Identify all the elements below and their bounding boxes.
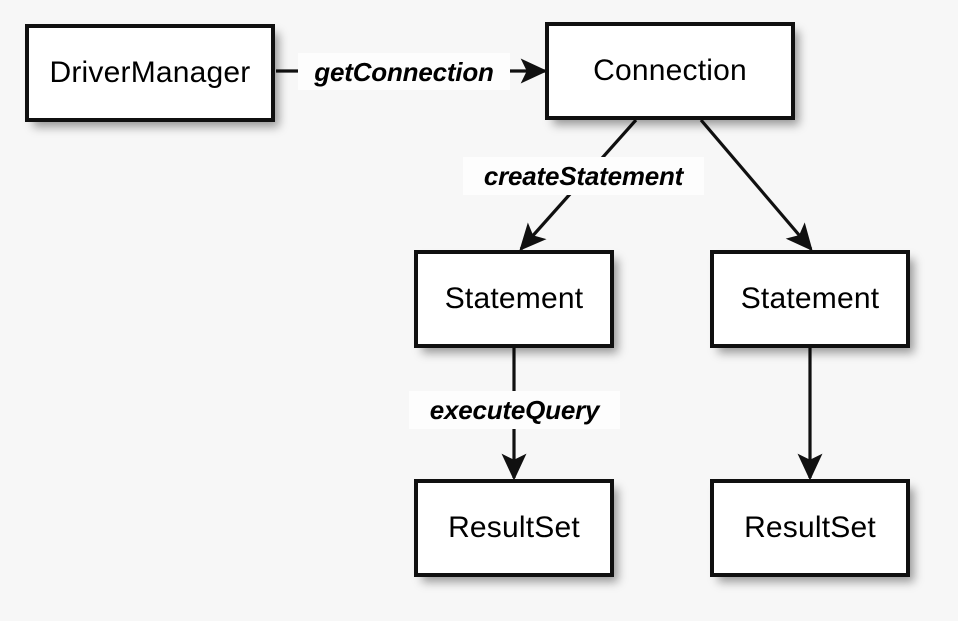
edge-label-execute-query: executeQuery [409, 391, 620, 429]
node-label-statement-left: Statement [444, 282, 584, 315]
node-label-connection: Connection [593, 54, 747, 87]
edge-label-get-connection: getConnection [298, 53, 510, 90]
connector-create-statement-2 [699, 118, 813, 251]
edge-label-text-execute-query: executeQuery [429, 395, 600, 425]
node-label-resultset-left: ResultSet [448, 511, 580, 544]
node-resultset-right[interactable]: ResultSet [710, 479, 910, 577]
node-label-statement-right: Statement [740, 282, 880, 315]
node-driver-manager[interactable]: DriverManager [25, 24, 275, 122]
edge-label-create-statement: createStatement [463, 157, 704, 195]
node-resultset-left[interactable]: ResultSet [414, 479, 614, 577]
node-statement-left[interactable]: Statement [414, 250, 614, 348]
edge-label-text-get-connection: getConnection [314, 56, 494, 87]
node-connection[interactable]: Connection [545, 22, 795, 120]
node-statement-right[interactable]: Statement [710, 250, 910, 348]
node-label-driver-manager: DriverManager [49, 56, 251, 89]
node-label-resultset-right: ResultSet [744, 511, 876, 544]
edge-label-text-create-statement: createStatement [483, 161, 684, 191]
